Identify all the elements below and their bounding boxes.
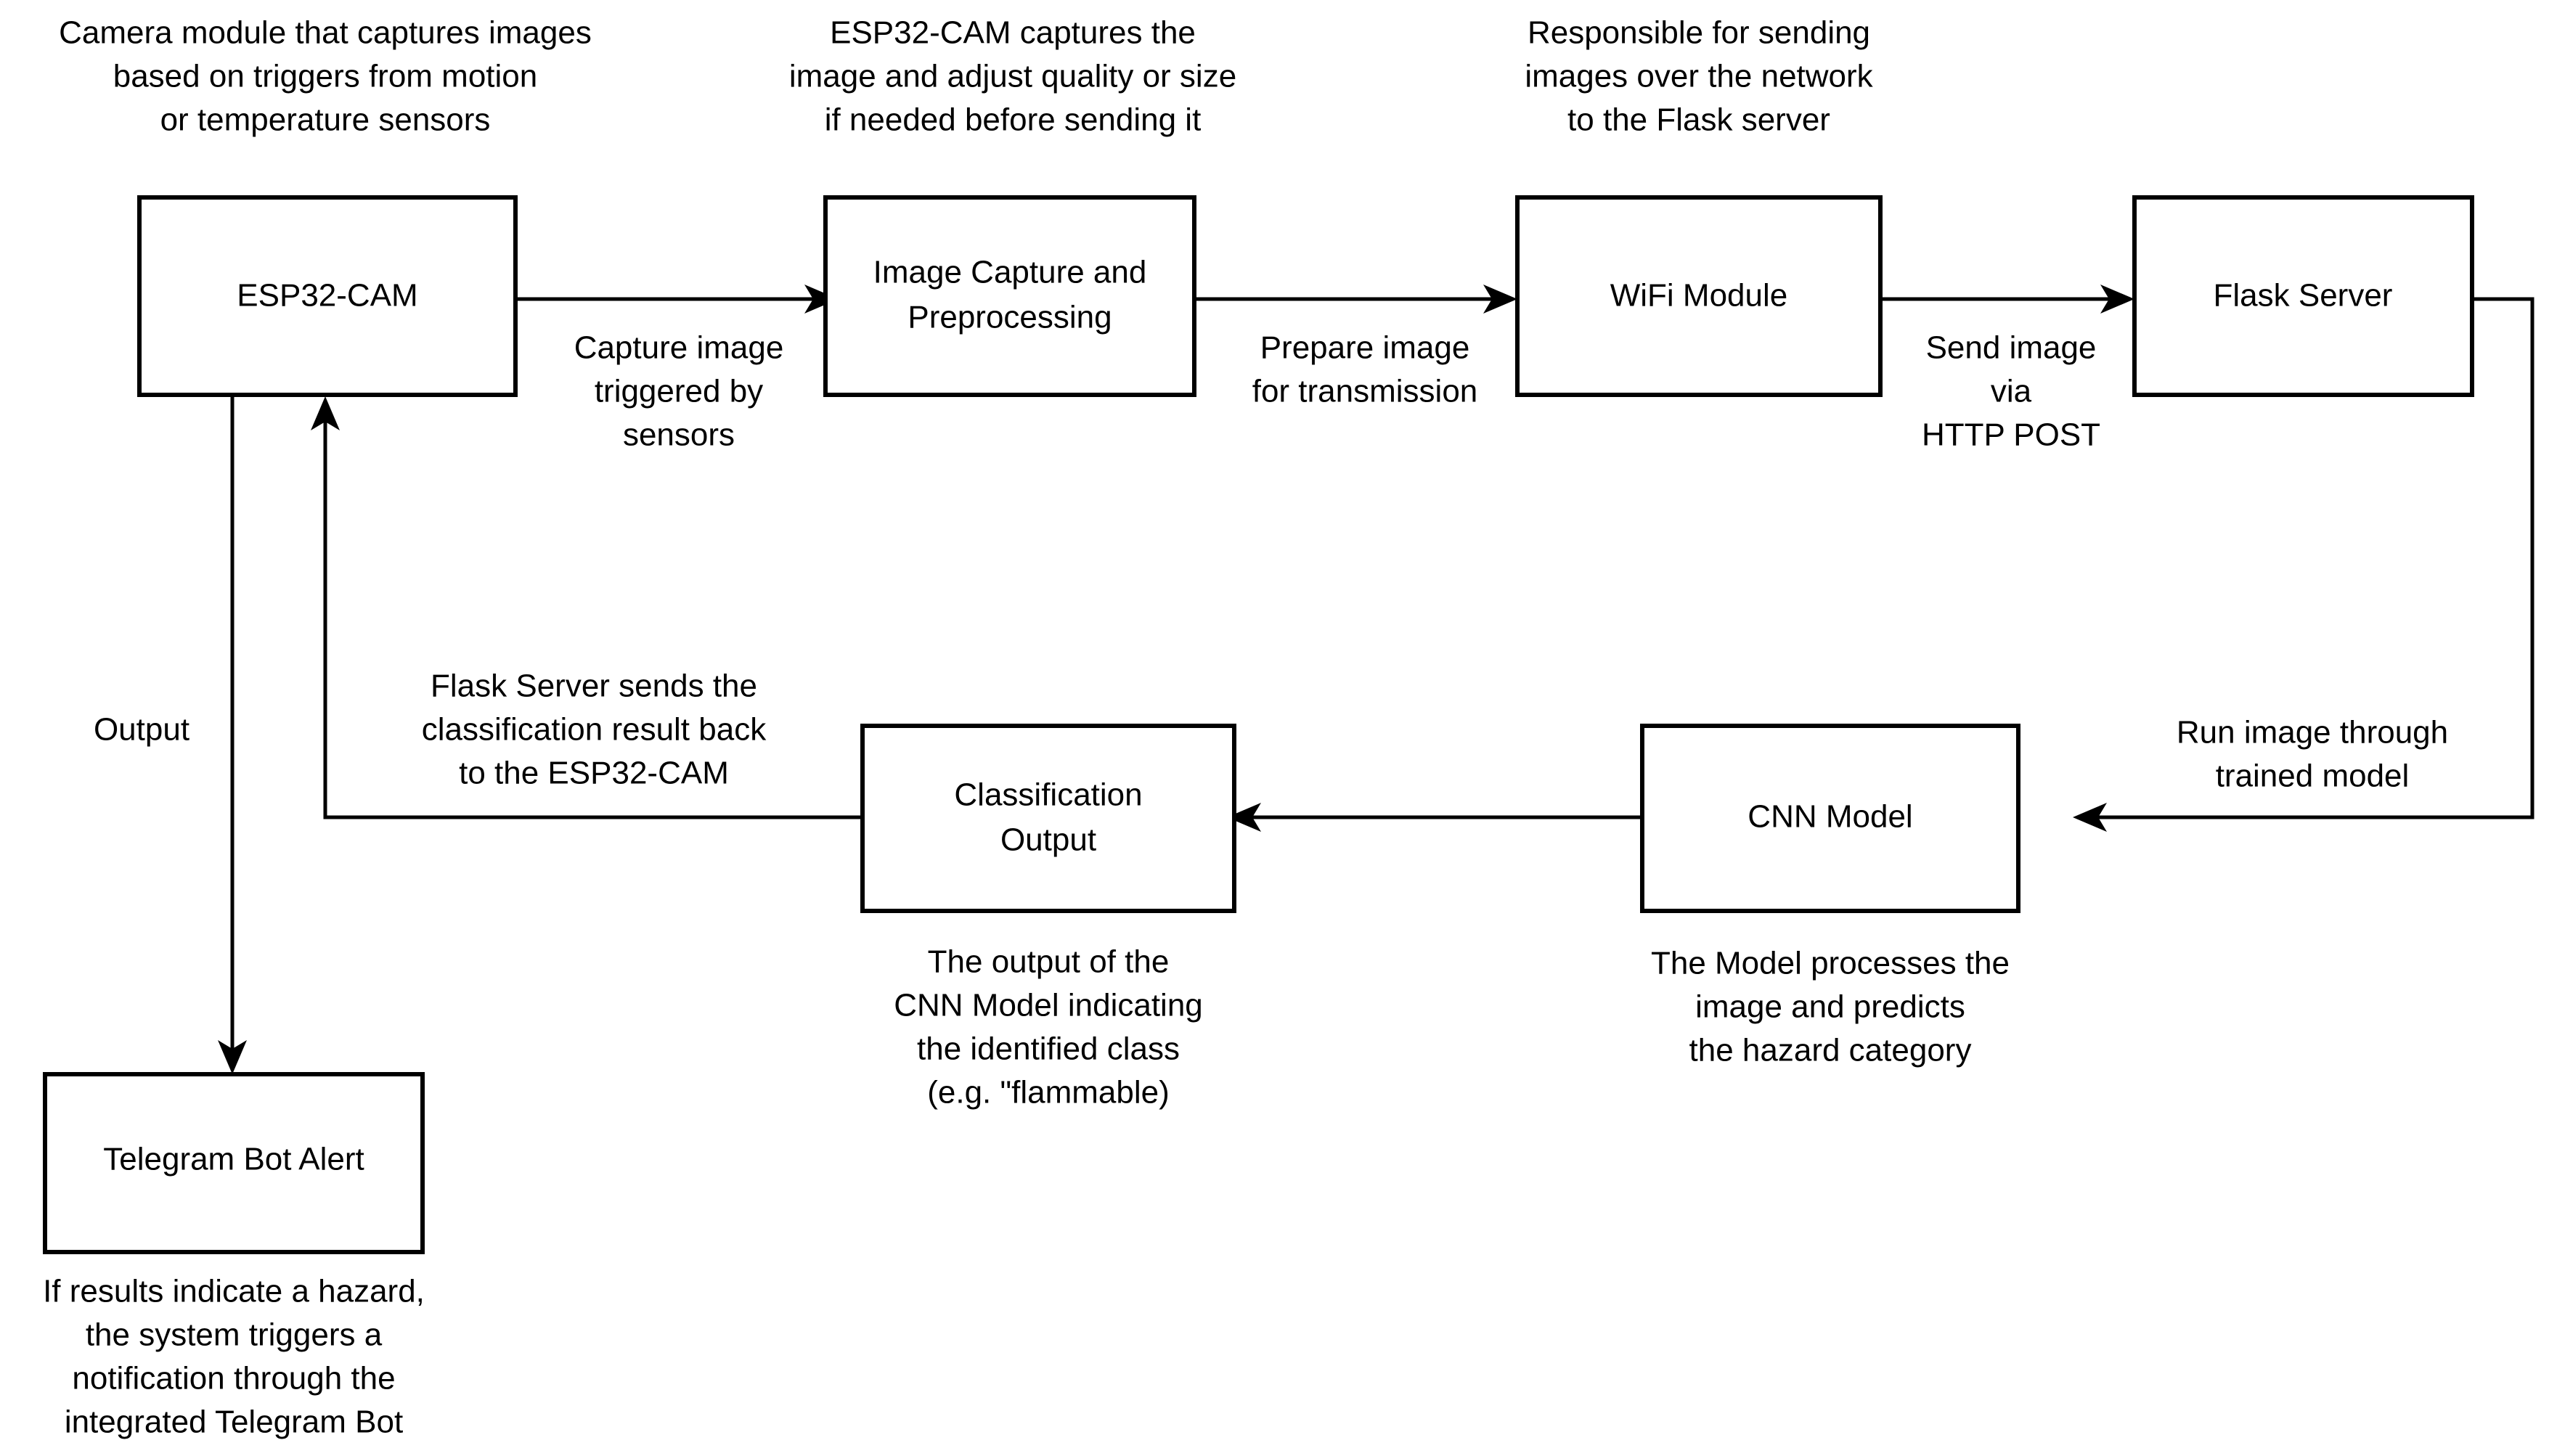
node-wifi-rect[interactable]: [1515, 195, 1883, 397]
arrowhead-wifi-flask: [2100, 285, 2134, 314]
edge-label-wifi-flask-line2: via: [1991, 374, 2032, 409]
caption-telegram-line1: If results indicate a hazard,: [43, 1274, 425, 1309]
edge-path-flask-cnn: [2091, 297, 2534, 819]
node-classout-rect[interactable]: [860, 724, 1236, 913]
arrowhead-esp32-telegram: [218, 1040, 247, 1074]
edge-path-classout-esp32: [323, 414, 860, 819]
node-capture-label-line2: Preprocessing: [908, 300, 1112, 335]
edge-flask-to-cnn: Run image through trained model: [2073, 297, 2534, 832]
node-flask-server[interactable]: Flask Server: [2132, 195, 2474, 397]
caption-wifi-module: Responsible for sending images over the …: [1525, 15, 1873, 138]
caption-esp32cam-line3: or temperature sensors: [160, 102, 491, 138]
caption-classout-line3: the identified class: [917, 1031, 1180, 1067]
caption-classout-line2: CNN Model indicating: [894, 988, 1203, 1023]
edge-label-classout-esp32-line3: to the ESP32-CAM: [459, 756, 729, 791]
caption-telegram-bot-alert: If results indicate a hazard, the system…: [43, 1274, 425, 1440]
edge-label-output: Output: [94, 712, 189, 748]
edge-label-classout-esp32-line2: classification result back: [422, 712, 767, 748]
node-telegram-label: Telegram Bot Alert: [103, 1142, 364, 1177]
caption-classification-output: The output of the CNN Model indicating t…: [894, 944, 1203, 1111]
arrowhead-cnn-classout: [1227, 803, 1261, 832]
node-classout-label-line1: Classification: [954, 777, 1142, 813]
caption-wifi-line1: Responsible for sending: [1528, 15, 1870, 51]
caption-wifi-line2: images over the network: [1525, 59, 1873, 94]
caption-telegram-line4: integrated Telegram Bot: [65, 1404, 403, 1440]
caption-cnn-line3: the hazard category: [1689, 1033, 1972, 1068]
caption-image-capture: ESP32-CAM captures the image and adjust …: [789, 15, 1236, 138]
arrowhead-classout-esp32: [311, 396, 340, 430]
caption-telegram-line2: the system triggers a: [86, 1317, 383, 1353]
edge-label-flask-cnn-line1: Run image through: [2177, 715, 2448, 751]
edge-label-esp32-capture-line2: triggered by: [595, 374, 763, 409]
edge-label-wifi-flask-line3: HTTP POST: [1922, 417, 2100, 453]
caption-esp32cam: Camera module that captures images based…: [59, 15, 592, 138]
caption-esp32cam-line2: based on triggers from motion: [113, 59, 538, 94]
caption-capture-line3: if needed before sending it: [825, 102, 1202, 138]
edge-label-wifi-flask-line1: Send image: [1926, 330, 2097, 366]
caption-esp32cam-line1: Camera module that captures images: [59, 15, 592, 51]
edge-wifi-to-flask: Send image via HTTP POST: [1880, 285, 2134, 453]
node-classout-label-line2: Output: [1000, 822, 1096, 858]
edge-capture-to-wifi: Prepare image for transmission: [1194, 285, 1517, 409]
edge-classification-to-esp32cam: Flask Server sends the classification re…: [311, 396, 860, 819]
edge-label-capture-wifi-line2: for transmission: [1252, 374, 1478, 409]
caption-cnn-line2: image and predicts: [1695, 989, 1965, 1025]
node-cnn-model[interactable]: CNN Model: [1640, 724, 2020, 913]
edge-label-flask-cnn-line2: trained model: [2216, 758, 2410, 794]
caption-capture-line1: ESP32-CAM captures the: [830, 15, 1196, 51]
node-capture-rect[interactable]: [823, 195, 1196, 397]
node-cnn-label: CNN Model: [1748, 799, 1912, 835]
node-wifi-module[interactable]: WiFi Module: [1515, 195, 1883, 397]
caption-wifi-line3: to the Flask server: [1567, 102, 1830, 138]
caption-cnn-model: The Model processes the image and predic…: [1651, 946, 2010, 1068]
node-flask-rect[interactable]: [2132, 195, 2474, 397]
edge-label-esp32-capture-line3: sensors: [623, 417, 735, 453]
edge-label-classout-esp32-line1: Flask Server sends the: [431, 668, 757, 704]
arrowhead-capture-wifi: [1483, 285, 1517, 314]
node-esp32cam-rect[interactable]: [137, 195, 518, 397]
node-cnn-rect[interactable]: [1640, 724, 2020, 913]
edge-esp32cam-to-capture: Capture image triggered by sensors: [515, 285, 839, 453]
caption-telegram-line3: notification through the: [72, 1361, 395, 1396]
node-classification-output[interactable]: Classification Output: [860, 724, 1236, 913]
edge-esp32cam-to-telegram: Output: [94, 396, 247, 1074]
node-telegram-bot-alert[interactable]: Telegram Bot Alert: [43, 1072, 425, 1254]
node-esp32cam-label: ESP32-CAM: [237, 278, 417, 314]
caption-cnn-line1: The Model processes the: [1651, 946, 2010, 981]
node-image-capture-preprocessing[interactable]: Image Capture and Preprocessing: [823, 195, 1196, 397]
caption-capture-line2: image and adjust quality or size: [789, 59, 1236, 94]
edge-label-capture-wifi-line1: Prepare image: [1260, 330, 1470, 366]
node-esp32cam[interactable]: ESP32-CAM: [137, 195, 518, 397]
arrowhead-flask-cnn: [2073, 803, 2107, 832]
arrowhead-esp32-capture: [804, 285, 839, 314]
caption-classout-line4: (e.g. "flammable): [927, 1075, 1170, 1111]
node-capture-label-line1: Image Capture and: [873, 255, 1147, 290]
edge-label-esp32-capture-line1: Capture image: [574, 330, 784, 366]
edge-cnn-to-classification: [1227, 803, 1710, 832]
caption-classout-line1: The output of the: [928, 944, 1170, 980]
node-telegram-rect[interactable]: [43, 1072, 425, 1254]
node-flask-label: Flask Server: [2214, 278, 2393, 314]
node-wifi-label: WiFi Module: [1610, 278, 1788, 314]
